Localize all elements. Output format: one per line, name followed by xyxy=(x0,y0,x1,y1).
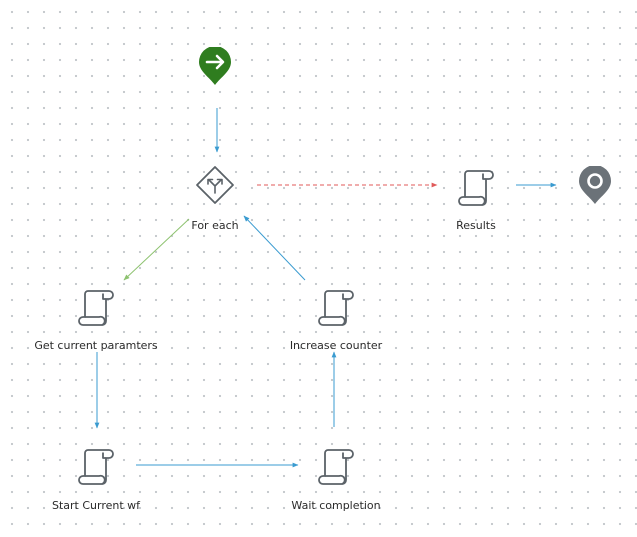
scroll-script-icon xyxy=(78,449,114,485)
edge-increase-foreach[interactable] xyxy=(243,215,306,281)
foreach-node[interactable] xyxy=(195,165,235,205)
scroll-script-icon xyxy=(318,449,354,485)
end-node[interactable] xyxy=(575,165,615,206)
start-arrow-icon xyxy=(199,46,231,85)
end-pin-icon xyxy=(579,165,611,204)
scroll-script-icon xyxy=(318,290,354,326)
results-node[interactable] xyxy=(456,167,496,207)
scroll-script-icon xyxy=(458,170,494,206)
get-current-parameters-label: Get current paramters xyxy=(34,339,158,352)
start-node[interactable] xyxy=(195,46,235,87)
increase-counter-label: Increase counter xyxy=(289,339,383,352)
edge-foreach-getparams[interactable] xyxy=(123,218,190,281)
scroll-script-icon xyxy=(78,290,114,326)
start-current-wf-label: Start Current wf xyxy=(51,499,141,512)
foreach-decision-icon xyxy=(196,166,234,204)
foreach-label: For each xyxy=(191,219,239,232)
get-current-parameters-node[interactable] xyxy=(76,287,116,327)
increase-counter-node[interactable] xyxy=(316,287,356,327)
wait-completion-node[interactable] xyxy=(316,446,356,486)
start-current-wf-node[interactable] xyxy=(76,446,116,486)
wait-completion-label: Wait completion xyxy=(291,499,381,512)
results-label: Results xyxy=(456,219,496,232)
